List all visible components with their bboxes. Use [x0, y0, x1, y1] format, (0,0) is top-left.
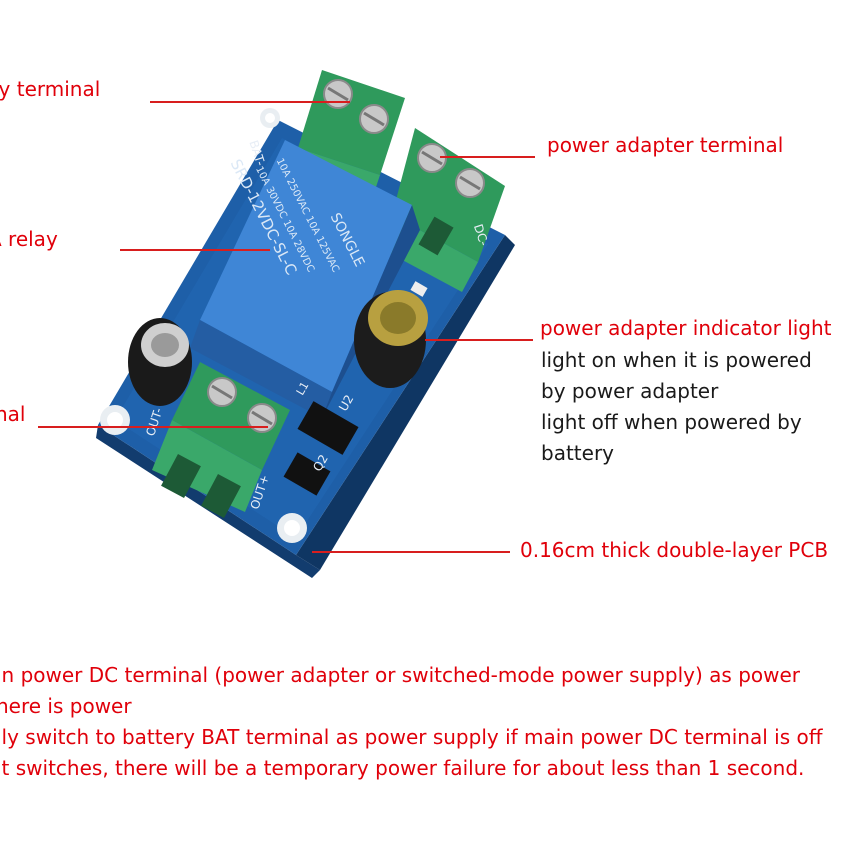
leader-relay [120, 249, 270, 251]
label-output-terminal: nal [0, 402, 26, 426]
ic-chip [297, 401, 359, 455]
label-relay: A relay [0, 227, 58, 251]
leader-adapter-terminal [440, 156, 535, 158]
indicator-description-line: battery [541, 441, 614, 465]
output-terminal-block [152, 362, 290, 518]
footer-notes: in power DC terminal (power adapter or s… [0, 660, 823, 784]
pcb-edge-right [296, 235, 515, 570]
label-indicator-light: power adapter indicator light [540, 316, 832, 340]
mounting-hole [260, 108, 280, 128]
indicator-description-line: by power adapter [541, 379, 719, 403]
label-power-adapter-terminal: power adapter terminal [547, 133, 784, 157]
mounting-hole [100, 405, 130, 435]
label-battery-terminal: ery terminal [0, 77, 101, 101]
transistor [283, 452, 331, 496]
leader-battery-terminal [150, 101, 350, 103]
indicator-description-line: light off when powered by [541, 410, 802, 434]
leader-output-terminal [38, 426, 268, 428]
capacitor-small [128, 318, 192, 406]
footer-line: lly switch to battery BAT terminal as po… [0, 725, 823, 749]
leader-indicator-light [425, 339, 533, 341]
mounting-hole [277, 513, 307, 543]
indicator-description: light on when it is powered by power ada… [541, 345, 812, 469]
leader-pcb [312, 551, 510, 553]
indicator-led [410, 281, 428, 297]
footer-line: here is power [0, 694, 132, 718]
footer-line: in power DC terminal (power adapter or s… [0, 663, 801, 687]
footer-line: it switches, there will be a temporary p… [0, 756, 805, 780]
indicator-description-line: light on when it is powered [541, 348, 812, 372]
label-pcb: 0.16cm thick double-layer PCB [520, 538, 829, 562]
capacitor-large [354, 290, 428, 388]
